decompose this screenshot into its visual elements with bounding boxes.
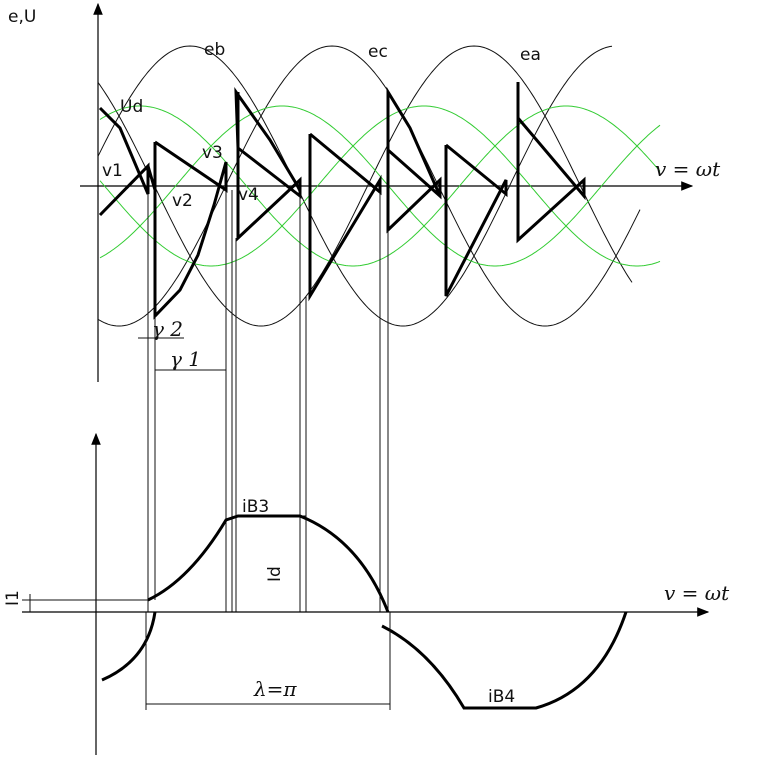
gamma2-label: γ 2 bbox=[152, 317, 183, 341]
y-axis-top-label: e,U bbox=[8, 7, 36, 27]
lambda-label: λ=π bbox=[253, 677, 297, 701]
ib4-label: iB4 bbox=[488, 687, 515, 707]
ib3-label: iB3 bbox=[242, 497, 269, 517]
ib4-current bbox=[381, 611, 628, 710]
v3-label: v3 bbox=[202, 143, 223, 163]
ib3-current bbox=[147, 514, 390, 613]
ec-label: ec bbox=[368, 42, 388, 62]
ec-sine-curve bbox=[97, 45, 641, 327]
id-label: Id bbox=[265, 566, 285, 582]
gamma1-label: γ 1 bbox=[170, 347, 201, 371]
ud-waveform bbox=[98, 82, 586, 320]
left-negative-current bbox=[101, 611, 157, 682]
eb-label: eb bbox=[204, 40, 225, 60]
green-curve-2 bbox=[99, 105, 661, 267]
x-axis-bottom-label: v = ωt bbox=[664, 581, 730, 605]
ud-label: Ud bbox=[120, 97, 143, 117]
ea-label: ea bbox=[520, 45, 541, 65]
v2-label: v2 bbox=[172, 191, 193, 211]
x-axis-top-label: v = ωt bbox=[655, 157, 721, 181]
eb-sine-curve bbox=[97, 45, 613, 327]
i1-label: I1 bbox=[3, 590, 23, 606]
v4-label: v4 bbox=[238, 185, 259, 205]
v1-label: v1 bbox=[102, 161, 123, 181]
ea-sine-curve bbox=[97, 45, 633, 327]
